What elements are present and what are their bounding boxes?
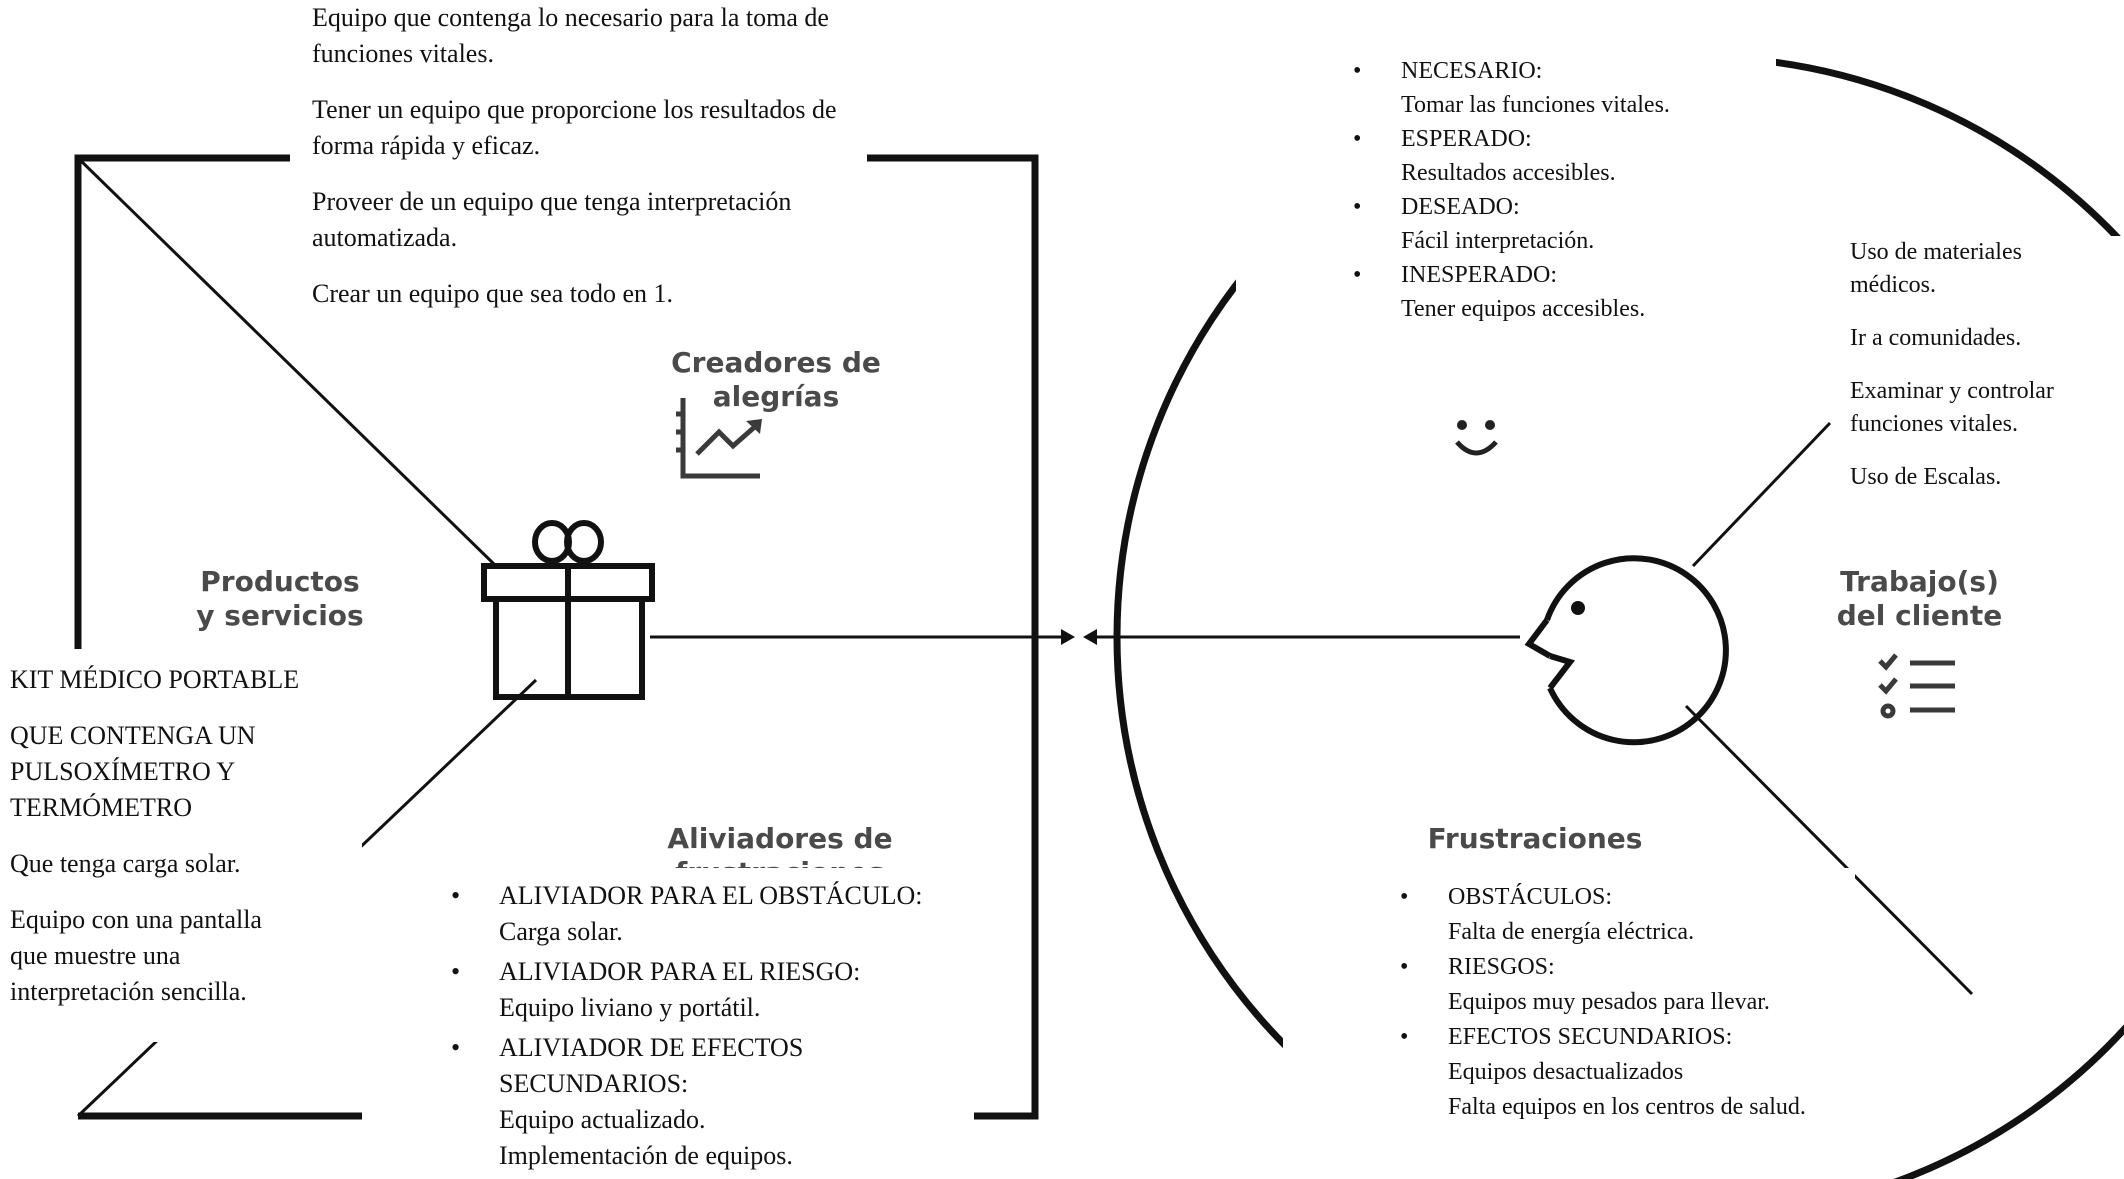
arrow-right bbox=[1061, 629, 1075, 645]
jobs-line bbox=[1691, 421, 1832, 568]
gain-text: Fácil interpretación. bbox=[1401, 228, 1595, 254]
gain-title: ESPERADO: bbox=[1401, 126, 1532, 152]
product-item: QUE CONTENGA UN PULSOXÍMETRO Y TERMÓMETR… bbox=[10, 721, 256, 822]
checklist-icon bbox=[1878, 653, 1955, 719]
pain-title: EFECTOS SECUNDARIOS: bbox=[1448, 1024, 1733, 1050]
customer-job-item: Uso de materiales médicos. bbox=[1850, 239, 2022, 298]
products-services-list: KIT MÉDICO PORTABLE QUE CONTENGA UN PULS… bbox=[0, 652, 362, 1042]
rising-chart-icon bbox=[676, 398, 762, 479]
gains-list: NECESARIO: Tomar las funciones vitales. … bbox=[1236, 0, 1776, 335]
pain-reliever-title: ALIVIADOR DE EFECTOS SECUNDARIOS: bbox=[499, 1033, 804, 1098]
pain-reliever-text: Equipo liviano y portátil. bbox=[499, 993, 761, 1022]
pain-text: Falta de energía eléctrica. bbox=[1448, 919, 1695, 945]
gain-title: INESPERADO: bbox=[1401, 262, 1558, 288]
pain-relievers-list: ALIVIADOR PARA EL OBSTÁCULO: Carga solar… bbox=[362, 868, 974, 1179]
pain-item: OBSTÁCULOS: Falta de energía eléctrica. bbox=[1400, 880, 1855, 950]
pain-reliever-item: ALIVIADOR PARA EL RIESGO: Equipo liviano… bbox=[451, 954, 974, 1026]
gain-creators-list: Equipo que contenga lo necesario para la… bbox=[290, 0, 867, 320]
gain-creator-item: Tener un equipo que proporcione los resu… bbox=[312, 95, 837, 160]
gain-item: ESPERADO: Resultados accesibles. bbox=[1353, 122, 1776, 190]
product-item: KIT MÉDICO PORTABLE bbox=[10, 665, 300, 694]
pain-reliever-text: Equipo actualizado. Implementación de eq… bbox=[499, 1105, 793, 1170]
gain-text: Tener equipos accesibles. bbox=[1401, 296, 1646, 322]
gain-creator-item: Crear un equipo que sea todo en 1. bbox=[312, 279, 674, 308]
gain-creator-item: Equipo que contenga lo necesario para la… bbox=[312, 3, 829, 68]
pains-label: Frustraciones bbox=[1427, 822, 1643, 855]
pain-reliever-title: ALIVIADOR PARA EL RIESGO: bbox=[499, 957, 861, 986]
pains-line bbox=[1684, 704, 1974, 996]
smiley-icon bbox=[1455, 420, 1498, 456]
customer-jobs-list: Uso de materiales médicos. Ir a comunida… bbox=[1838, 236, 2124, 504]
pain-title: RIESGOS: bbox=[1448, 954, 1555, 980]
customer-job-item: Examinar y controlar funciones vitales. bbox=[1850, 378, 2054, 437]
pain-text: Equipos desactualizados Falta equipos en… bbox=[1448, 1059, 1806, 1120]
product-item: Que tenga carga solar. bbox=[10, 849, 241, 878]
pain-reliever-item: ALIVIADOR PARA EL OBSTÁCULO: Carga solar… bbox=[451, 878, 974, 950]
gain-item: NECESARIO: Tomar las funciones vitales. bbox=[1353, 54, 1776, 122]
customer-job-item: Ir a comunidades. bbox=[1850, 325, 2022, 351]
pain-item: RIESGOS: Equipos muy pesados para llevar… bbox=[1400, 950, 1855, 1020]
pain-reliever-item: ALIVIADOR DE EFECTOS SECUNDARIOS: Equipo… bbox=[451, 1030, 974, 1174]
gift-icon bbox=[481, 520, 655, 700]
gain-creator-item: Proveer de un equipo que tenga interpret… bbox=[312, 187, 792, 252]
pain-item: EFECTOS SECUNDARIOS: Equipos desactualiz… bbox=[1400, 1020, 1855, 1125]
gain-text: Resultados accesibles. bbox=[1401, 160, 1616, 186]
pain-title: OBSTÁCULOS: bbox=[1448, 884, 1613, 910]
arrow-left bbox=[1083, 629, 1097, 645]
gain-creators-label: Creadores de alegrías bbox=[671, 346, 881, 413]
gain-text: Tomar las funciones vitales. bbox=[1401, 92, 1670, 118]
diagonal-top bbox=[76, 156, 498, 568]
customer-job-item: Uso de Escalas. bbox=[1850, 464, 2002, 490]
pain-text: Equipos muy pesados para llevar. bbox=[1448, 989, 1770, 1015]
gain-item: INESPERADO: Tener equipos accesibles. bbox=[1353, 258, 1776, 326]
pain-reliever-text: Carga solar. bbox=[499, 917, 623, 946]
gain-title: DESEADO: bbox=[1401, 194, 1520, 220]
pains-list: OBSTÁCULOS: Falta de energía eléctrica. … bbox=[1283, 868, 1855, 1179]
customer-face bbox=[1524, 555, 1729, 746]
pain-reliever-title: ALIVIADOR PARA EL OBSTÁCULO: bbox=[499, 881, 923, 910]
products-services-label: Productos y servicios bbox=[196, 565, 364, 632]
gain-title: NECESARIO: bbox=[1401, 58, 1543, 84]
gain-item: DESEADO: Fácil interpretación. bbox=[1353, 190, 1776, 258]
customer-jobs-label: Trabajo(s) del cliente bbox=[1836, 565, 2003, 632]
product-item: Equipo con una pantalla que muestre una … bbox=[10, 905, 262, 1006]
